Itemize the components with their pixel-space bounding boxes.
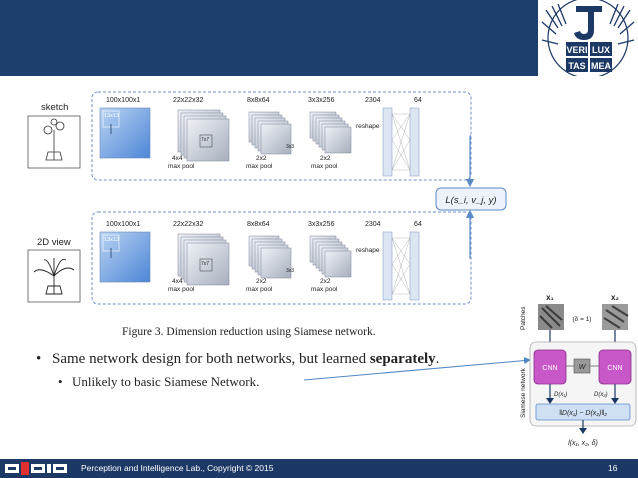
footer-bar [0,459,638,478]
patches-label: Patches [520,306,527,330]
loss-label: L(s_i, v_j, y) [445,195,496,206]
bottom-dim-conv2: 8x8x64 [247,221,270,228]
bottom-pool-3-label: max pool [311,286,338,293]
network-diagram: sketch 100x100x1 22x22x32 8x8x64 3x3x256… [27,91,507,305]
top-pool-3-size: 2x2 [320,155,331,162]
top-branch-box [91,91,472,181]
bottom-fc-layer [382,231,393,301]
bottom-dim-input: 100x100x1 [106,221,140,228]
top-input-map [99,107,151,159]
top-pool-1-size: 4x4 [172,155,183,162]
bullet-1-marker: • [36,351,42,367]
bottom-branch: 2D view 100x100x1 22x22x32 8x8x64 3x3x25… [27,211,472,305]
loss-box [435,187,507,211]
bullet-2-text: Unlikely to basic Siamese Network. [72,374,260,389]
top-dim-conv1: 22x22x32 [173,97,203,104]
cnn-right-label: CNN [607,365,622,372]
bottom-pool-2-label: max pool [246,286,273,293]
bottom-reshape-label: reshape [356,247,380,254]
logo-text-tas: TAS [568,61,585,71]
bottom-filter-2: 7x7 [201,261,209,267]
bottom-filter-1: 13x13 [104,237,119,243]
top-filter-2: 7x7 [201,137,209,143]
bottom-out-layer [409,231,420,301]
bullet-1-bold: separately [369,351,436,367]
siamese-loss-label: l(x₁, x₂, δ) [568,440,598,447]
top-filter-1: 13x13 [104,113,119,119]
bottom-pool-3-size: 2x2 [320,278,331,285]
bullet-1-text: Same network design for both networks, b… [52,351,370,367]
bottom-dim-fc: 2304 [365,221,381,228]
bottom-pool-2-size: 2x2 [256,278,267,285]
bottom-filter-3: 3x3 [286,268,294,274]
bottom-pool-1-size: 4x4 [172,278,183,285]
top-pool-1-label: max pool [168,163,195,170]
logo-text-lux: LUX [592,45,610,55]
logo-text-veri: VERI [566,45,587,55]
siamese-figure: x₁ x₂ Patches (δ = 1) Siamese network CN… [520,293,637,447]
x2-label: x₂ [611,293,619,302]
d1-label: D(x₁) [554,392,567,398]
bullet-2: • Unlikely to basic Siamese Network. [58,374,259,390]
bullet-1-suffix: . [435,351,440,367]
top-dim-fc: 2304 [365,97,381,104]
figure-caption: Figure 3. Dimension reduction using Siam… [122,326,376,338]
sketch-label: sketch [41,102,68,113]
d2-label: D(x₂) [594,392,608,398]
top-pool-2-size: 2x2 [256,155,267,162]
cnn-left-label: CNN [542,365,557,372]
logo-text-mea: MEA [591,61,612,71]
top-reshape-label: reshape [356,123,380,130]
x1-label: x₁ [546,293,554,302]
bottom-dim-conv3: 3x3x256 [308,221,335,228]
top-pool-2-label: max pool [246,163,273,170]
top-dim-out: 64 [414,97,422,104]
bullet-2-marker: • [58,374,63,389]
shared-weights-label: W [579,364,587,371]
view-label: 2D view [37,237,71,248]
bottom-dim-conv1: 22x22x32 [173,221,203,228]
bullet-1: • Same network design for both networks, … [36,351,439,368]
distance-label: ‖D(x₁) − D(x₂)‖₂ [559,410,607,417]
top-filter-3: 3x3 [286,144,294,150]
page-number: 16 [608,463,618,473]
top-dim-input: 100x100x1 [106,97,140,104]
bottom-pool-1-label: max pool [168,286,195,293]
top-out-layer [409,107,420,177]
bottom-dim-out: 64 [414,221,422,228]
siamese-network-label: Siamese network [520,367,527,418]
top-dim-conv3: 3x3x256 [308,97,335,104]
university-logo: VERI LUX TAS MEA [538,0,638,79]
top-pool-3-label: max pool [311,163,338,170]
top-branch: sketch 100x100x1 22x22x32 8x8x64 3x3x256… [27,91,472,181]
header-bar [0,0,638,76]
bottom-input-map [99,231,151,283]
lab-logo [5,462,67,475]
footer-lab-text: Perception and Intelligence Lab., Copyri… [81,463,274,473]
top-fc-layer [382,107,393,177]
delta-label: (δ = 1) [573,316,592,323]
top-dim-conv2: 8x8x64 [247,97,270,104]
